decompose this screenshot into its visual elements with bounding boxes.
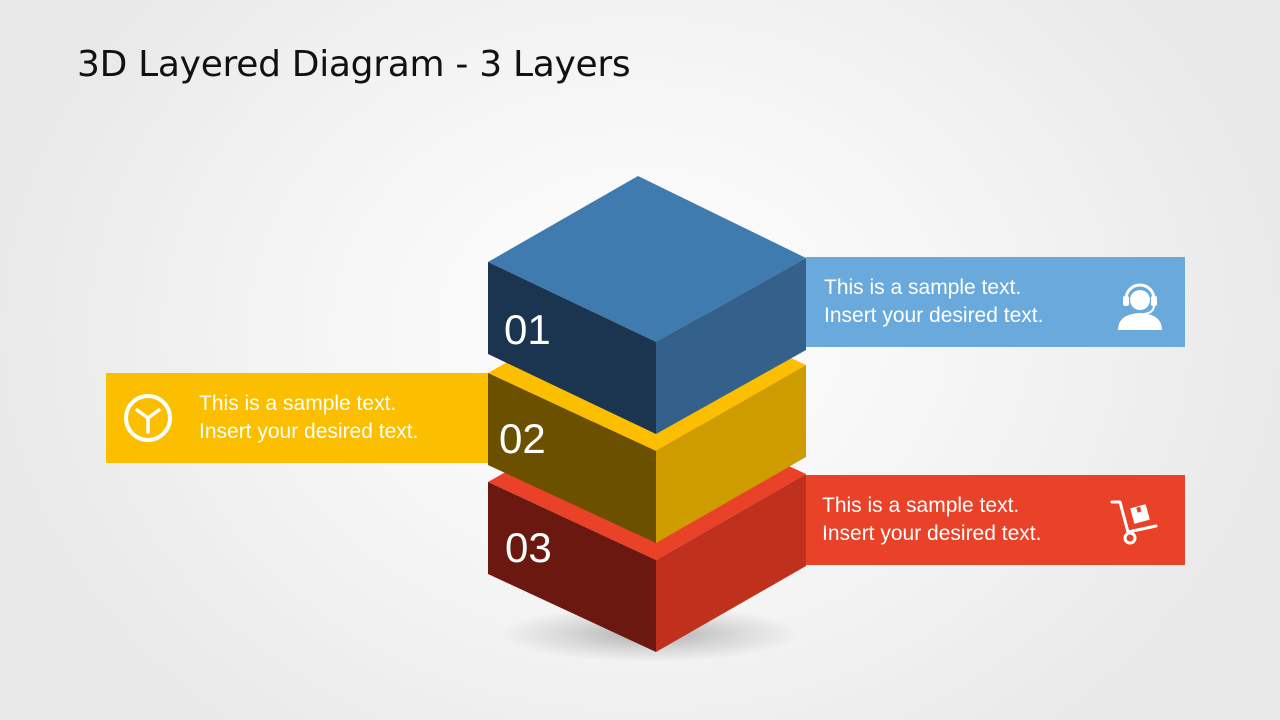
layer-02-number: 02	[499, 415, 546, 462]
layer-02-text-line-2: Insert your desired text.	[199, 420, 419, 443]
layer-02-text: This is a sample text. Insert your desir…	[199, 390, 418, 446]
layer-02-front-face	[488, 373, 656, 543]
layer-03-number: 03	[505, 524, 552, 571]
layer-01-side-face	[656, 258, 806, 434]
layer-01-banner: This is a sample text. Insert your desir…	[806, 257, 1185, 347]
hand-truck-icon	[1110, 500, 1158, 545]
support-agent-icon	[1118, 283, 1162, 330]
layer-01-front-face	[488, 262, 656, 434]
layer-01-text: This is a sample text. Insert your desir…	[824, 274, 1043, 330]
layer-03-banner: This is a sample text. Insert your desir…	[806, 475, 1185, 565]
layer-02-side-face	[656, 365, 806, 543]
layer-01-text-line-1: This is a sample text.	[824, 276, 1022, 299]
layer-01-block: 01	[488, 176, 806, 434]
layer-01-top-face	[488, 176, 806, 342]
layer-03-text-line-2: Insert your desired text.	[822, 522, 1042, 545]
layer-03-text: This is a sample text. Insert your desir…	[822, 492, 1041, 548]
layer-03-text-line-1: This is a sample text.	[822, 494, 1020, 517]
slide-title: 3D Layered Diagram - 3 Layers	[77, 44, 631, 85]
layer-02-text-line-1: This is a sample text.	[199, 392, 397, 415]
layer-03-front-face	[488, 482, 656, 652]
layer-01-number: 01	[504, 306, 551, 353]
clock-icon	[124, 394, 172, 442]
layer-03-side-face	[656, 474, 806, 652]
layer-01-text-line-2: Insert your desired text.	[824, 304, 1044, 327]
layer-02-banner: This is a sample text. Insert your desir…	[106, 373, 488, 463]
